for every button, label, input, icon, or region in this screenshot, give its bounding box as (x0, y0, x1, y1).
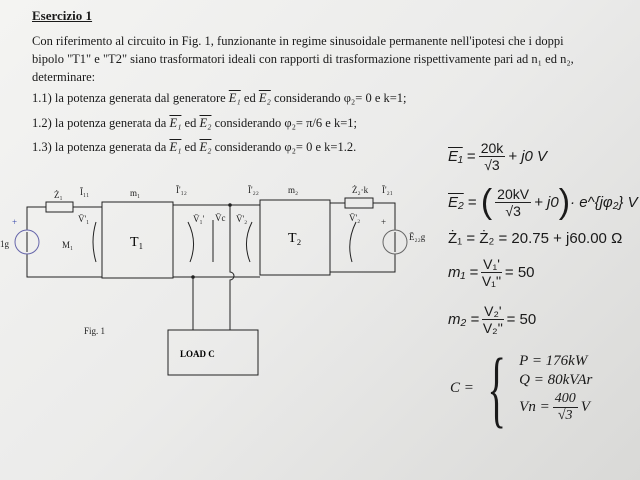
equation-m1: m₁ =V₁'V₁''= 50 (448, 256, 535, 289)
equation-z: Ż₁ = Ż₂ = 20.75 + j60.00 Ω (448, 230, 623, 247)
intro-line: bipolo "T1" e "T2" siano trasformatori i… (32, 52, 574, 66)
voltage-arrows (92, 220, 357, 263)
intro-line: determinare: (32, 70, 96, 84)
svg-text:Ż₁: Ż₁ (54, 190, 63, 200)
load-c-box (167, 329, 259, 376)
svg-text:+: + (381, 217, 386, 227)
source-e1 (14, 229, 40, 255)
svg-text:m₁: m₁ (130, 188, 140, 198)
svg-text:Ī'₂₁: Ī'₂₁ (382, 185, 393, 195)
svg-text:V̄'₂: V̄'₂ (349, 213, 360, 223)
svg-text:+: + (12, 217, 17, 227)
svg-text:Ī₁₁: Ī₁₁ (80, 187, 89, 197)
svg-text:Ī'₂₂: Ī'₂₂ (248, 185, 259, 195)
svg-text:T₂: T₂ (288, 231, 302, 246)
svg-text:m₂: m₂ (288, 185, 298, 195)
equation-e2: E₂ = (20kV√3+ j0)· e^{jφ₂} V (448, 183, 638, 221)
svg-text:Fig. 1: Fig. 1 (84, 326, 105, 336)
intro-line: Con riferimento al circuito in Fig. 1, f… (32, 34, 564, 48)
transformer-t2 (259, 199, 331, 276)
svg-text:LOAD C: LOAD C (180, 349, 215, 359)
svg-text:Ē₂₂g: Ē₂₂g (409, 232, 426, 242)
equation-e1: E₁ =20k√3+ j0 V (448, 140, 548, 173)
circuit-diagram: Ż₁ Ī₁₁ m₁ Ī'₁₂ Ī'₂₂ m₂ Ż₂·k Ī'₂₁ V̄'₁ V̄… (0, 185, 426, 376)
svg-text:1g: 1g (0, 239, 10, 249)
svg-text:Ż₂·k: Ż₂·k (352, 185, 369, 195)
z2-impedance (344, 197, 374, 209)
svg-text:V̄'₂: V̄'₂ (236, 214, 247, 224)
question-item: 1.2) la potenza generata da E₁ ed E₂ con… (32, 116, 357, 130)
z1-impedance (45, 201, 74, 213)
svg-text:V̄₁': V̄₁' (193, 214, 205, 224)
svg-text:V̄'₁: V̄'₁ (78, 214, 89, 224)
question-item: 1.1) la potenza generata dal generatore … (32, 91, 407, 105)
svg-text:T₁: T₁ (130, 235, 143, 250)
transformer-t1 (101, 201, 174, 279)
svg-text:Ī'₁₂: Ī'₁₂ (176, 185, 187, 195)
svg-text:M₁: M₁ (62, 240, 73, 250)
exercise-title: Esercizio 1 (32, 8, 93, 23)
equation-m2: m₂ =V₂'V₂''= 50 (448, 303, 537, 336)
source-e2 (382, 229, 408, 255)
svg-text:V̄c: V̄c (215, 213, 226, 223)
question-item: 1.3) la potenza generata da E₁ ed E₂ con… (32, 140, 357, 154)
